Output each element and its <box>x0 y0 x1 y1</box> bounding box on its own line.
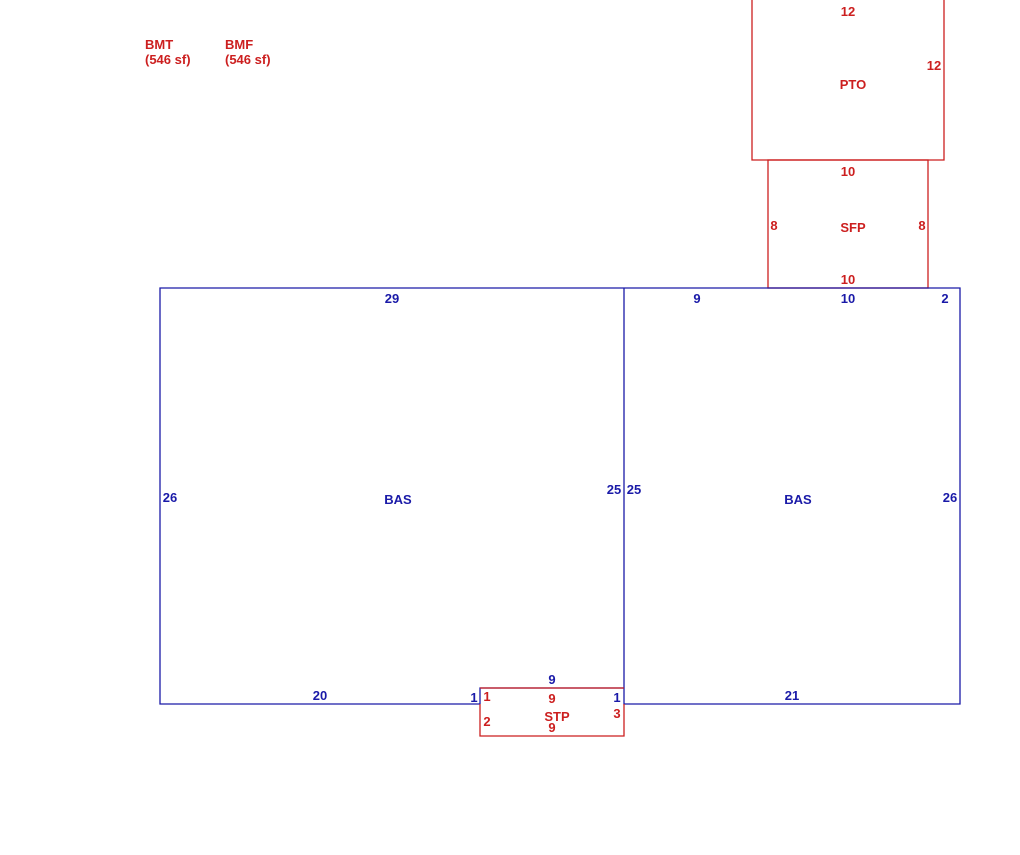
sfp-bottom-dimension: 10 <box>841 272 855 287</box>
stp-outline <box>479 704 625 737</box>
bas-left-right-dimension: 25 <box>607 482 621 497</box>
bas-left-label: BAS <box>384 492 412 507</box>
bas-left-left-dimension: 26 <box>163 490 177 505</box>
bas-right-top-dimension-c: 2 <box>941 291 948 306</box>
sfp-left-dimension: 8 <box>770 218 777 233</box>
stp-bottom-dimension: 9 <box>548 720 555 735</box>
sfp-top-dimension: 10 <box>841 164 855 179</box>
sfp-right-dimension: 8 <box>918 218 925 233</box>
pto-top-dimension: 12 <box>841 4 855 19</box>
bas-right-left-dimension: 25 <box>627 482 641 497</box>
stp-label: STP <box>544 709 570 724</box>
legend-bmt-area: (546 sf) <box>145 52 191 67</box>
bas-right-top-dimension-a: 9 <box>693 291 700 306</box>
bas-right-top-dimension-b: 10 <box>841 291 855 306</box>
stp-top-dimension: 9 <box>548 672 555 687</box>
bas-right-right-dimension: 26 <box>943 490 957 505</box>
stp-left-dimension-a: 1 <box>483 689 490 704</box>
stp-left-dimension-b: 2 <box>483 714 490 729</box>
pto-label: PTO <box>840 77 867 92</box>
pto-right-dimension: 12 <box>927 58 941 73</box>
bas-left-top-dimension: 29 <box>385 291 399 306</box>
legend-bmt-code: BMT <box>145 37 173 52</box>
sfp-label: SFP <box>840 220 866 235</box>
bas-left-step-dimension: 1 <box>470 690 477 705</box>
stp-inner-top-dimension: 9 <box>548 691 555 706</box>
bas-right-outline <box>623 287 961 705</box>
bas-right-bottom-dimension: 21 <box>785 688 799 703</box>
bas-left-outline <box>159 287 624 705</box>
legend-bmf-code: BMF <box>225 37 253 52</box>
stp-right-dimension-b: 3 <box>613 706 620 721</box>
bas-left-bottom-dimension: 20 <box>313 688 327 703</box>
legend-bmf-area: (546 sf) <box>225 52 271 67</box>
bas-right-step-dimension: 1 <box>613 690 620 705</box>
bas-right-label: BAS <box>784 492 812 507</box>
